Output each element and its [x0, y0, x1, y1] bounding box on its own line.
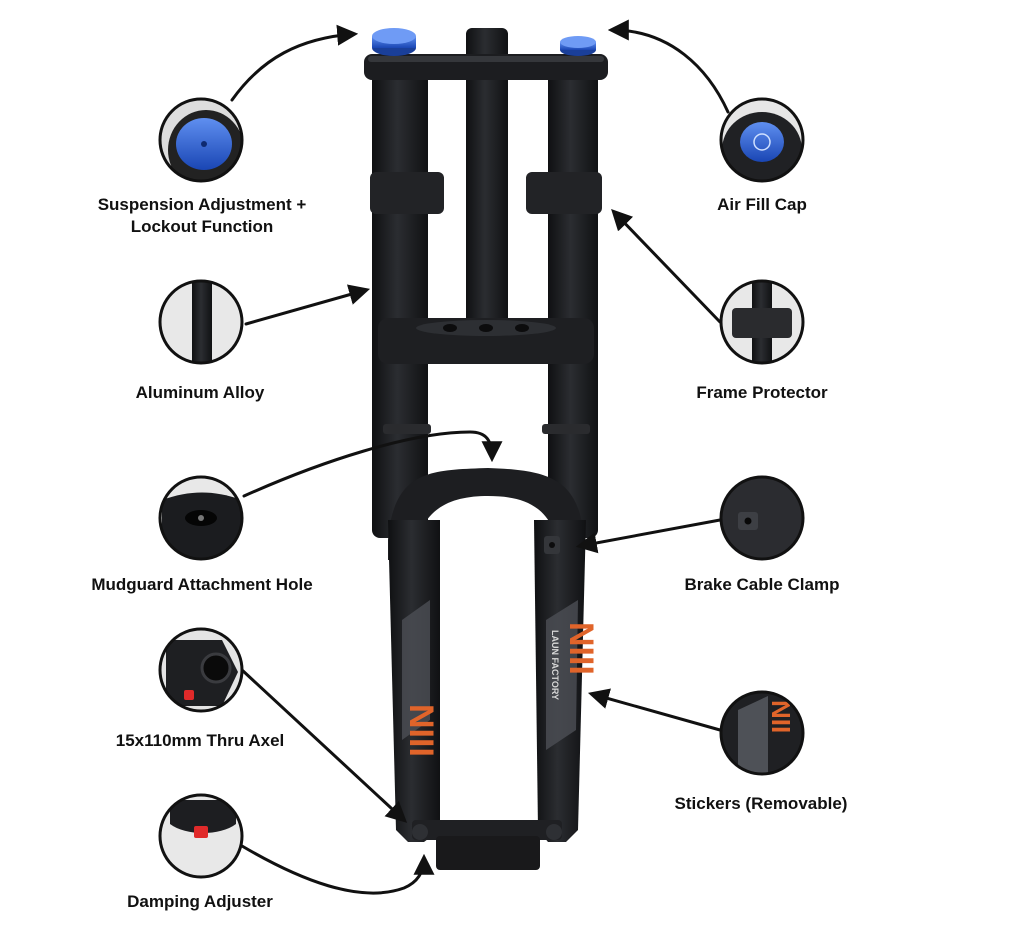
arrow-stickers [587, 688, 722, 732]
sticker-brand-text: LAUN FACTORY [550, 630, 560, 700]
arrow-suspension-adjustment [230, 24, 359, 102]
detail-circle-suspension-adjustment [158, 97, 244, 183]
detail-circle-frame-protector [719, 279, 805, 365]
label-suspension-line1: Suspension Adjustment + [97, 195, 307, 214]
frame-protector-right [526, 172, 602, 214]
label-suspension-adjustment: Suspension Adjustment + Lockout Function [80, 194, 324, 238]
fork-arch [388, 468, 584, 560]
left-stanchion [372, 68, 428, 538]
arrow-thru-axel [240, 668, 408, 823]
detail-circle-thru-axel [158, 627, 244, 713]
arrow-mudguard-hole [242, 430, 503, 498]
label-thru-axel: 15x110mm Thru Axel [115, 731, 285, 750]
thru-axle [412, 820, 562, 840]
arrow-aluminum-alloy [244, 284, 371, 326]
suspension-fork: NIII NIII LAUN FACTORY [364, 28, 608, 870]
label-suspension-line2: Lockout Function [130, 217, 274, 236]
sticker-right: NIII LAUN FACTORY [546, 600, 600, 750]
svg-text:NIII: NIII [562, 622, 600, 675]
label-brake-cable-clamp: Brake Cable Clamp [684, 575, 840, 594]
detail-circle-stickers: NII [719, 690, 805, 776]
arrow-brake-cable-clamp [575, 518, 722, 554]
label-mudguard-hole: Mudguard Attachment Hole [91, 575, 313, 594]
label-stickers: Stickers (Removable) [674, 794, 848, 813]
detail-circle-aluminum-alloy [158, 279, 244, 365]
label-frame-protector: Frame Protector [696, 383, 828, 402]
detail-circle-brake-cable-clamp [719, 475, 805, 561]
detail-circle-damping-adjuster [158, 793, 244, 879]
label-aluminum-alloy: Aluminum Alloy [135, 383, 265, 402]
detail-circle-mudguard-hole [158, 475, 244, 561]
frame-protector-left [370, 172, 444, 214]
arrow-damping-adjuster [240, 844, 435, 895]
label-air-fill-cap: Air Fill Cap [717, 195, 807, 214]
arrow-air-fill-cap [607, 19, 730, 114]
svg-text:NIII: NIII [402, 704, 440, 757]
suspension-adjustment-cap [372, 28, 416, 56]
arrow-frame-protector [611, 208, 722, 324]
axle-lever [436, 836, 540, 870]
steerer-tube [466, 28, 508, 328]
detail-circle-air-fill-cap [719, 97, 805, 183]
air-fill-cap [560, 36, 596, 56]
sticker-left: NIII [402, 600, 440, 757]
label-damping-adjuster: Damping Adjuster [127, 892, 273, 911]
callout-arrows [230, 19, 730, 895]
right-stanchion [548, 68, 598, 538]
